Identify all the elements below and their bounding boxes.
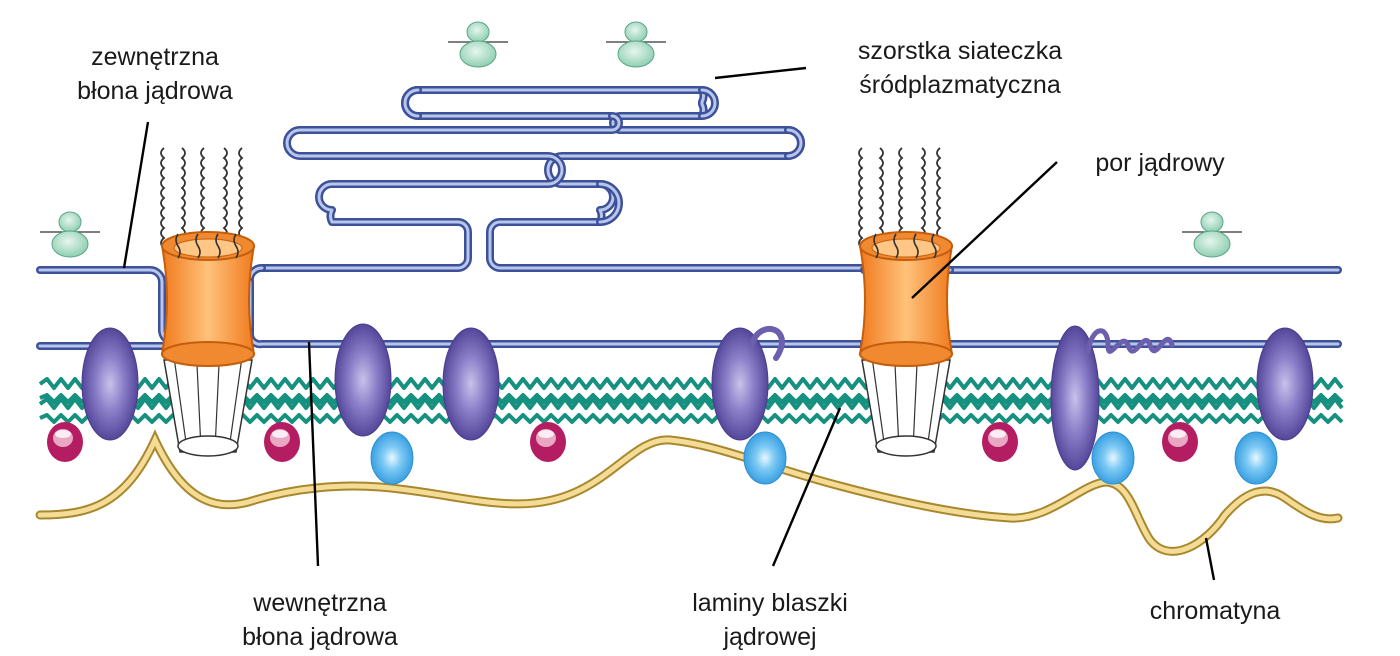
- pore-barrel: [160, 245, 256, 355]
- membrane-segment-core: [786, 128, 803, 158]
- ribosome: [448, 21, 508, 68]
- membrane-segment: [246, 278, 868, 349]
- cytoplasmic-filament: [858, 147, 864, 249]
- inner-membrane-protein: [711, 327, 769, 441]
- cytoplasmic-filament: [936, 147, 942, 249]
- inner-membrane-protein: [1256, 327, 1314, 441]
- lamina-label: laminy blaszki jądrowej: [660, 586, 880, 654]
- lamin-filament: [38, 377, 1344, 390]
- coiled-protein-tails: [749, 325, 1175, 361]
- cytoplasmic-filament: [920, 147, 926, 249]
- membrane-segment-core: [403, 88, 420, 118]
- chromatin-binding-protein: [1091, 431, 1135, 485]
- membrane-segment-core: [598, 182, 621, 224]
- leader-lines: [122, 66, 1216, 581]
- membrane-segment-core: [403, 88, 866, 270]
- rough-er-label-line1: szorstka siateczka: [857, 37, 1063, 65]
- nuclear-lamina: [38, 377, 1344, 424]
- nuclear-pore-left: [160, 147, 256, 457]
- ribosome: [606, 21, 666, 68]
- lamin-filament: [38, 397, 1344, 410]
- inner-membrane-protein: [81, 327, 139, 441]
- lamin-receptor: [1162, 422, 1198, 462]
- lamina-label-line2: jądrowej: [723, 623, 817, 651]
- nuclear-pore-complexes: [160, 147, 954, 457]
- inner-membrane-label-line1: wewnętrzna: [253, 589, 387, 617]
- cytoplasmic-filament: [222, 147, 228, 249]
- inner-membrane-protein: [442, 327, 500, 441]
- lamin-filament: [39, 393, 1344, 404]
- cytoplasmic-filament: [898, 147, 904, 249]
- lamin-receptor: [264, 422, 300, 462]
- lamin-receptor: [47, 422, 83, 462]
- ribosomes: [40, 21, 1242, 258]
- membrane-segment-core: [248, 280, 866, 346]
- chromatin-fiber: [35, 429, 1343, 556]
- outer-membrane-label: zewnętrzna błona jądrowa: [40, 40, 270, 108]
- outer-membrane-label-line1: zewnętrzna: [91, 43, 219, 71]
- membrane-segment-core: [700, 88, 717, 118]
- ribosome: [1182, 211, 1242, 258]
- chromatin-binding-protein: [1234, 431, 1278, 485]
- lamin-receptors: [47, 422, 1198, 462]
- lamin-receptor: [982, 422, 1018, 462]
- lamina-label-line1: laminy blaszki: [692, 589, 848, 617]
- nuclear-pore-label: por jądrowy: [1070, 146, 1250, 180]
- cytoplasmic-filament: [200, 147, 206, 249]
- chromatin-binding-protein: [370, 431, 414, 485]
- inner-membrane-label: wewnętrzna błona jądrowa: [205, 586, 435, 654]
- inner-membrane-label-line2: błona jądrowa: [242, 623, 398, 651]
- cytoplasmic-filament: [878, 147, 884, 249]
- nuclear-pore-right: [858, 147, 954, 457]
- inner-membrane-proteins: [81, 323, 1314, 471]
- ribosome: [40, 211, 100, 258]
- membrane-segment-core: [260, 114, 621, 270]
- chromatin-label: chromatyna: [1120, 594, 1310, 628]
- lamin-filament: [39, 413, 1344, 424]
- cytoplasmic-filament: [238, 147, 244, 249]
- nuclear-pore-label-line1: por jądrowy: [1095, 149, 1225, 177]
- chromatin-binding-protein: [743, 431, 787, 485]
- outer-membrane-label-line2: błona jądrowa: [77, 77, 233, 105]
- rough-er-label-line2: śródplazmatyczna: [859, 71, 1061, 99]
- cytoplasmic-filament: [180, 147, 186, 249]
- lamin-receptor: [530, 422, 566, 462]
- rough-er-label: szorstka siateczka śródplazmatyczna: [820, 34, 1100, 102]
- pore-barrel: [858, 245, 954, 355]
- chromatin-label-line1: chromatyna: [1149, 597, 1281, 625]
- membrane-segment: [258, 112, 623, 272]
- inner-membrane-protein: [1050, 325, 1100, 471]
- cytoplasmic-filament: [160, 147, 166, 249]
- chromatin-binding-proteins: [370, 431, 1278, 485]
- inner-membrane-protein: [334, 323, 392, 437]
